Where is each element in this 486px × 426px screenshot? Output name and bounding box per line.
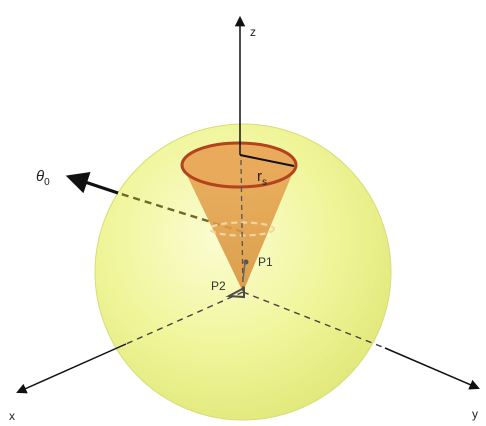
cone-back-rim-shade bbox=[182, 143, 296, 187]
z-axis-hidden bbox=[240, 159, 244, 293]
y-axis bbox=[384, 347, 480, 390]
cone-rim bbox=[180, 141, 298, 189]
radius-subscript: s bbox=[262, 177, 267, 188]
theta-direction-hidden bbox=[117, 191, 244, 234]
radius-symbol: r bbox=[257, 168, 262, 185]
x-axis-label: x bbox=[9, 409, 15, 423]
point-p1-tick bbox=[242, 261, 246, 281]
point-p2-label: P2 bbox=[211, 279, 226, 293]
theta-label: θ0 bbox=[36, 168, 50, 188]
point-p2-marker bbox=[225, 286, 245, 299]
theta-direction-arrow bbox=[65, 172, 119, 195]
x-axis bbox=[16, 343, 127, 394]
y-axis-hidden bbox=[242, 291, 386, 349]
radius-segment bbox=[239, 154, 295, 167]
z-axis-label: z bbox=[250, 25, 256, 39]
point-p1-label: P1 bbox=[258, 255, 273, 269]
y-axis-label: y bbox=[472, 407, 478, 421]
theta-symbol: θ bbox=[36, 168, 44, 185]
theta-subscript: 0 bbox=[44, 177, 50, 188]
radius-label: rs bbox=[257, 168, 267, 188]
